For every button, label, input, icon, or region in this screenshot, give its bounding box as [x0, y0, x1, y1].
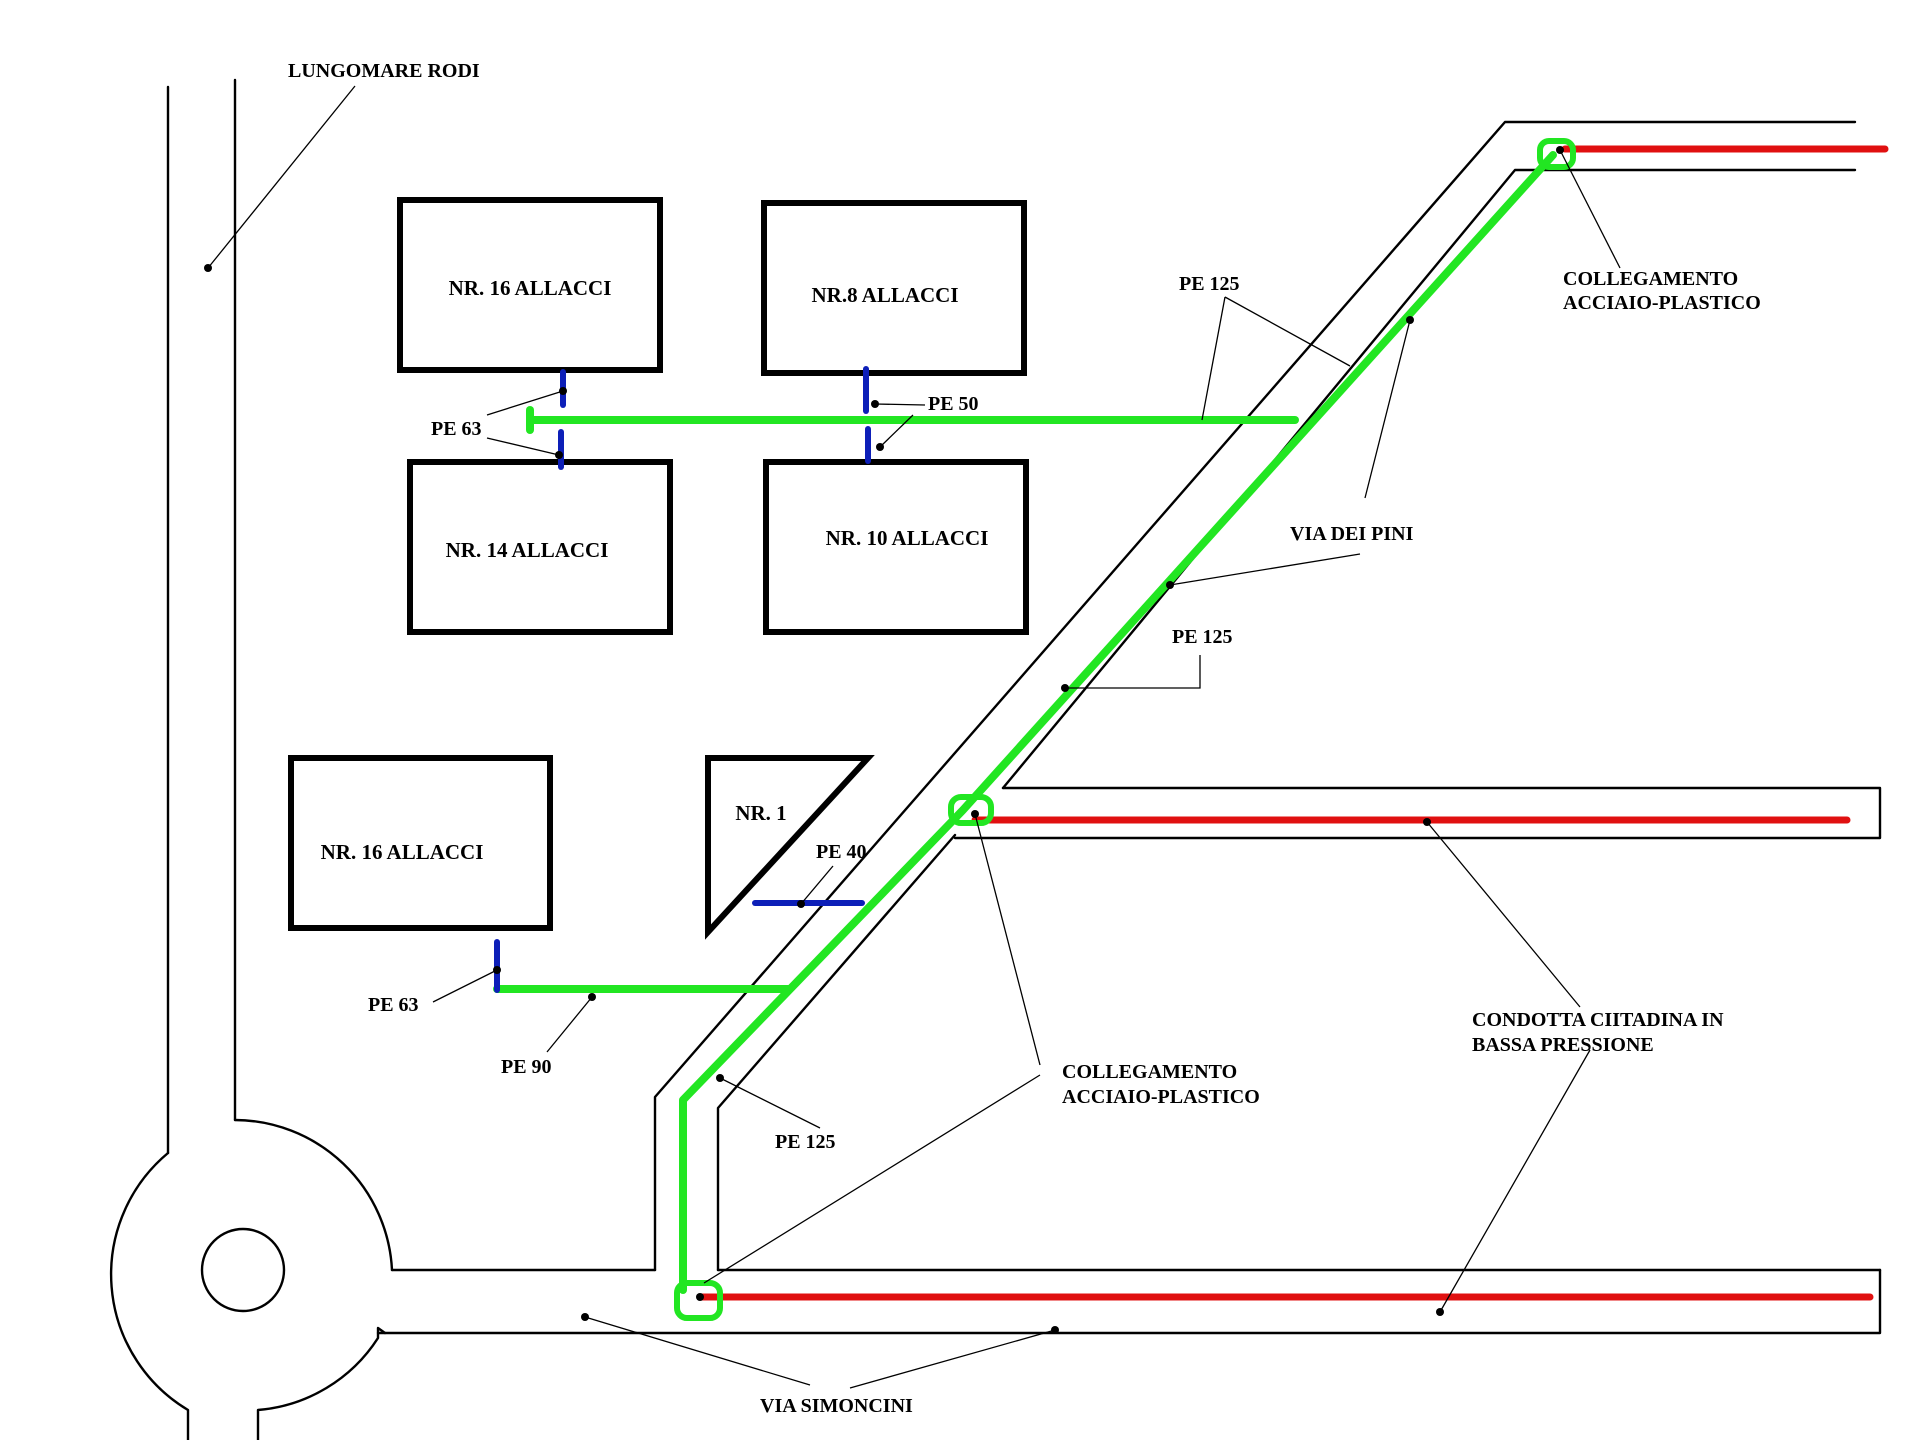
dot-pe125-mid: [1061, 684, 1069, 692]
roundabout-outline: [109, 1151, 387, 1440]
leader-pe50: [874, 403, 926, 448]
roundabout-right-arc: [233, 1118, 394, 1272]
dot-conn-top: [1556, 146, 1564, 154]
leaders: [204, 85, 1621, 1389]
leader-lungomare: [207, 85, 356, 269]
leader-pe63-top: [486, 390, 564, 456]
pe50-label: PE 50: [928, 393, 979, 415]
building-1-label: NR. 1: [735, 801, 786, 825]
building-1-triangle: [705, 755, 875, 940]
building-16-top: [397, 197, 663, 373]
dot-lungomare: [204, 264, 212, 272]
roundabout-island: [200, 1227, 286, 1313]
building-16-top-label: NR. 16 ALLACCI: [449, 276, 612, 300]
pe125-trunk: [679, 151, 1557, 1294]
pe40-label: PE 40: [816, 841, 867, 863]
dot-pe50-b: [876, 443, 884, 451]
connection-top-label-2: ACCIAIO-PLASTICO: [1563, 292, 1761, 314]
leader-pe125-low: [719, 1077, 821, 1129]
dot-pe63-top-b: [555, 451, 563, 459]
dot-main-bottom: [1436, 1308, 1444, 1316]
leader-pe125-top: [1201, 296, 1351, 421]
building-16-bottom: [288, 755, 553, 931]
dot-simoncini-right: [1051, 1326, 1059, 1334]
leader-pe40: [800, 865, 834, 905]
building-8: [761, 200, 1027, 376]
buildings: NR. 16 ALLACCI NR.8 ALLACCI NR. 14 ALLAC…: [288, 197, 1029, 940]
pe63-top-label: PE 63: [431, 418, 482, 440]
dot-pe63-low: [493, 966, 501, 974]
dot-pe50-a: [871, 400, 879, 408]
leader-pe125-mid: [1065, 655, 1201, 689]
pe125-top-label: PE 125: [1179, 273, 1240, 295]
building-14-label: NR. 14 ALLACCI: [446, 538, 609, 562]
joint-ring-bottom: [674, 1280, 723, 1321]
leader-pe90: [546, 996, 593, 1053]
pini-right-edge-lower: [716, 833, 957, 1272]
street-via-pini-label: VIA DEI PINI: [1290, 523, 1414, 545]
dot-conn-mid: [971, 810, 979, 818]
connection-mid-label-2: ACCIAIO-PLASTICO: [1062, 1086, 1260, 1108]
dot-via-pini-lower: [1166, 581, 1174, 589]
dot-via-pini-upper: [1406, 316, 1414, 324]
leader-conn-top: [1559, 149, 1621, 269]
building-8-label: NR.8 ALLACCI: [811, 283, 958, 307]
leader-main-line: [1426, 821, 1591, 1313]
dot-pe125-low: [716, 1074, 724, 1082]
pe90-label: PE 90: [501, 1056, 552, 1078]
building-14: [407, 459, 673, 635]
connection-top-label-1: COLLEGAMENTO: [1563, 268, 1738, 290]
pe63-low-label: PE 63: [368, 994, 419, 1016]
dot-pe40: [797, 900, 805, 908]
joint-ring-middle: [948, 794, 994, 826]
main-line-label-1: CONDOTTA CIITADINA IN: [1472, 1009, 1724, 1031]
pini-right-edge-middle: [1001, 168, 1857, 790]
building-10: [763, 459, 1029, 635]
street-lungomare-label: LUNGOMARE RODI: [288, 60, 480, 82]
pe125-low-label: PE 125: [775, 1131, 836, 1153]
simoncini-bottom-edge: [376, 1268, 1882, 1335]
leader-pe63-low: [432, 969, 498, 1003]
street-simoncini-label: VIA SIMONCINI: [760, 1395, 913, 1417]
dot-simoncini-left: [581, 1313, 589, 1321]
leader-conn-mid: [703, 813, 1041, 1284]
pipes: [493, 138, 1889, 1321]
dot-main-middle: [1423, 818, 1431, 826]
pe125-mid-label: PE 125: [1172, 626, 1233, 648]
side-street-outline: [953, 786, 1882, 840]
joint-ring-top: [1537, 138, 1576, 170]
leader-simoncini: [584, 1316, 1056, 1389]
main-line-label-2: BASSA PRESSIONE: [1472, 1034, 1654, 1056]
dot-pe63-top-a: [559, 387, 567, 395]
building-16-bottom-label: NR. 16 ALLACCI: [321, 840, 484, 864]
connection-mid-label-1: COLLEGAMENTO: [1062, 1061, 1237, 1083]
leader-via-pini: [1169, 319, 1411, 586]
dot-conn-bottom: [696, 1293, 704, 1301]
building-10-label: NR. 10 ALLACCI: [826, 526, 989, 550]
pini-left-edge: [653, 120, 1857, 1272]
dot-pe90: [588, 993, 596, 1001]
labels: LUNGOMARE RODI VIA DEI PINI VIA SIMONCIN…: [288, 60, 1761, 1417]
roads: [109, 78, 1882, 1440]
